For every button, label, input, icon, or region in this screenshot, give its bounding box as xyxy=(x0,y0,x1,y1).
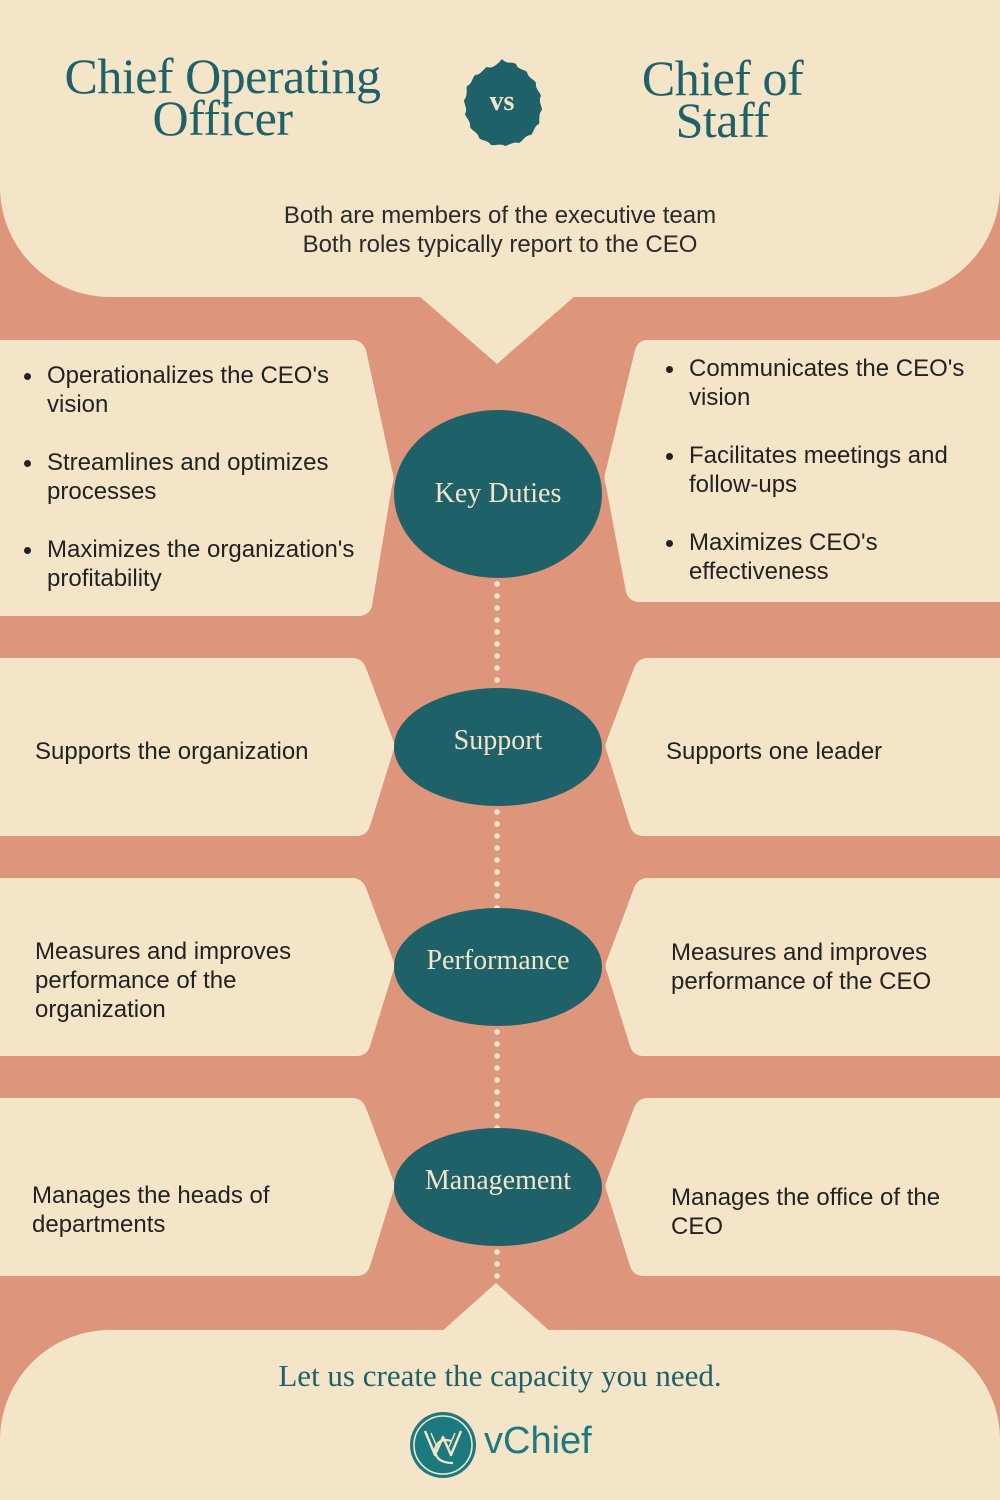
category-management: Management xyxy=(394,1128,602,1246)
cos-performance-text: Measures and improves performance of the… xyxy=(671,939,932,995)
cos-duty-item: Maximizes CEO's effectiveness xyxy=(664,528,1000,586)
connector-dots xyxy=(494,1246,500,1282)
header-bubble xyxy=(0,0,1000,297)
title-coo-line1: Chief Operating xyxy=(64,48,381,104)
category-performance: Performance xyxy=(394,908,602,1026)
category-label: Performance xyxy=(426,945,570,976)
vchief-monogram-icon[interactable] xyxy=(409,1411,477,1479)
coo-support-text: Supports the organization xyxy=(35,738,309,765)
cos-duty-item: Facilitates meetings and follow-ups xyxy=(664,441,1000,499)
coo-duty-item: Streamlines and optimizes processes xyxy=(22,448,382,506)
title-cos-line2: Staff xyxy=(675,92,770,148)
tagline: Let us create the capacity you need. xyxy=(278,1358,722,1393)
coo-duty-item: Operationalizes the CEO's vision xyxy=(22,361,382,419)
footer-bubble xyxy=(0,1330,1000,1500)
footer-pointer xyxy=(440,1283,552,1333)
coo-duty-item: Maximizes the organization's profitabili… xyxy=(22,535,382,593)
header-pointer xyxy=(419,296,575,364)
coo-management-text: Manages the heads of departments xyxy=(32,1182,270,1238)
connector-dots xyxy=(494,806,500,910)
category-label: Key Duties xyxy=(434,478,562,509)
category-label: Management xyxy=(424,1165,572,1196)
connector-dots xyxy=(494,578,500,690)
vs-label: vs xyxy=(489,86,515,117)
category-key-duties: Key Duties xyxy=(394,410,602,578)
coo-performance-text: Measures and improves performance of the… xyxy=(35,938,292,1023)
category-label: Support xyxy=(453,725,543,756)
cos-support-text: Supports one leader xyxy=(666,738,883,765)
vs-badge-icon xyxy=(464,59,542,146)
title-cos-line1: Chief of xyxy=(641,50,804,106)
shared-point-2: Both roles typically report to the CEO xyxy=(302,231,698,258)
connector-dots xyxy=(494,1026,500,1130)
coo-key-duties: Operationalizes the CEO's vision Streaml… xyxy=(22,361,382,622)
cos-key-duties: Communicates the CEO's vision Facilitate… xyxy=(664,354,1000,615)
brand-name[interactable]: vChief xyxy=(484,1420,592,1462)
category-support: Support xyxy=(394,688,602,806)
title-coo-line2: Officer xyxy=(152,90,293,146)
title-coo: Chief Operating Officer xyxy=(40,48,405,146)
cos-management-text: Manages the office of the CEO xyxy=(671,1184,941,1240)
shared-point-1: Both are members of the executive team xyxy=(283,202,717,229)
cos-duty-item: Communicates the CEO's vision xyxy=(664,354,1000,412)
title-cos: Chief of Staff xyxy=(590,50,855,148)
